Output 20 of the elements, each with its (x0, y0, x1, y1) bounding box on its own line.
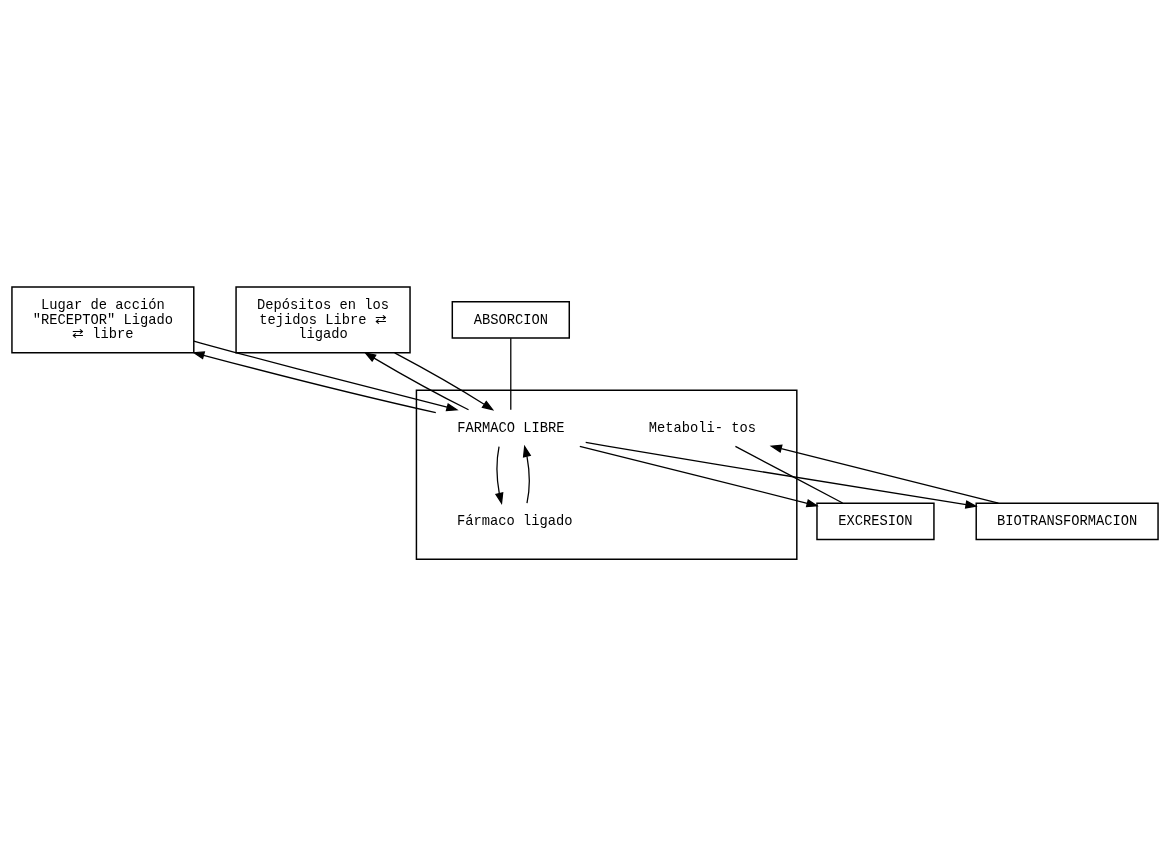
arrow (494, 445, 504, 505)
node-text: Fármaco ligado (456, 513, 573, 529)
arrow (769, 444, 1000, 504)
arrow (363, 351, 470, 410)
arrow (579, 445, 819, 507)
node-box: Depósitos en los tejidos Libre ⇄ ligado (235, 285, 411, 354)
arrow (522, 444, 532, 504)
arrow (193, 340, 459, 411)
arrow (585, 441, 978, 509)
arrow (394, 351, 495, 411)
node-text: Metaboli- tos (648, 420, 757, 436)
cluster (415, 388, 798, 560)
connector (510, 337, 512, 410)
arrow (192, 350, 437, 413)
node-box: BIOTRANSFORMACION (975, 501, 1159, 540)
node-box: EXCRESION (816, 501, 935, 540)
node-box: Lugar de acción "RECEPTOR" Ligado ⇄ libre (11, 285, 195, 354)
connector (734, 445, 844, 504)
node-text: FARMACO LIBRE (457, 420, 565, 436)
node-box: ABSORCION (451, 300, 570, 339)
